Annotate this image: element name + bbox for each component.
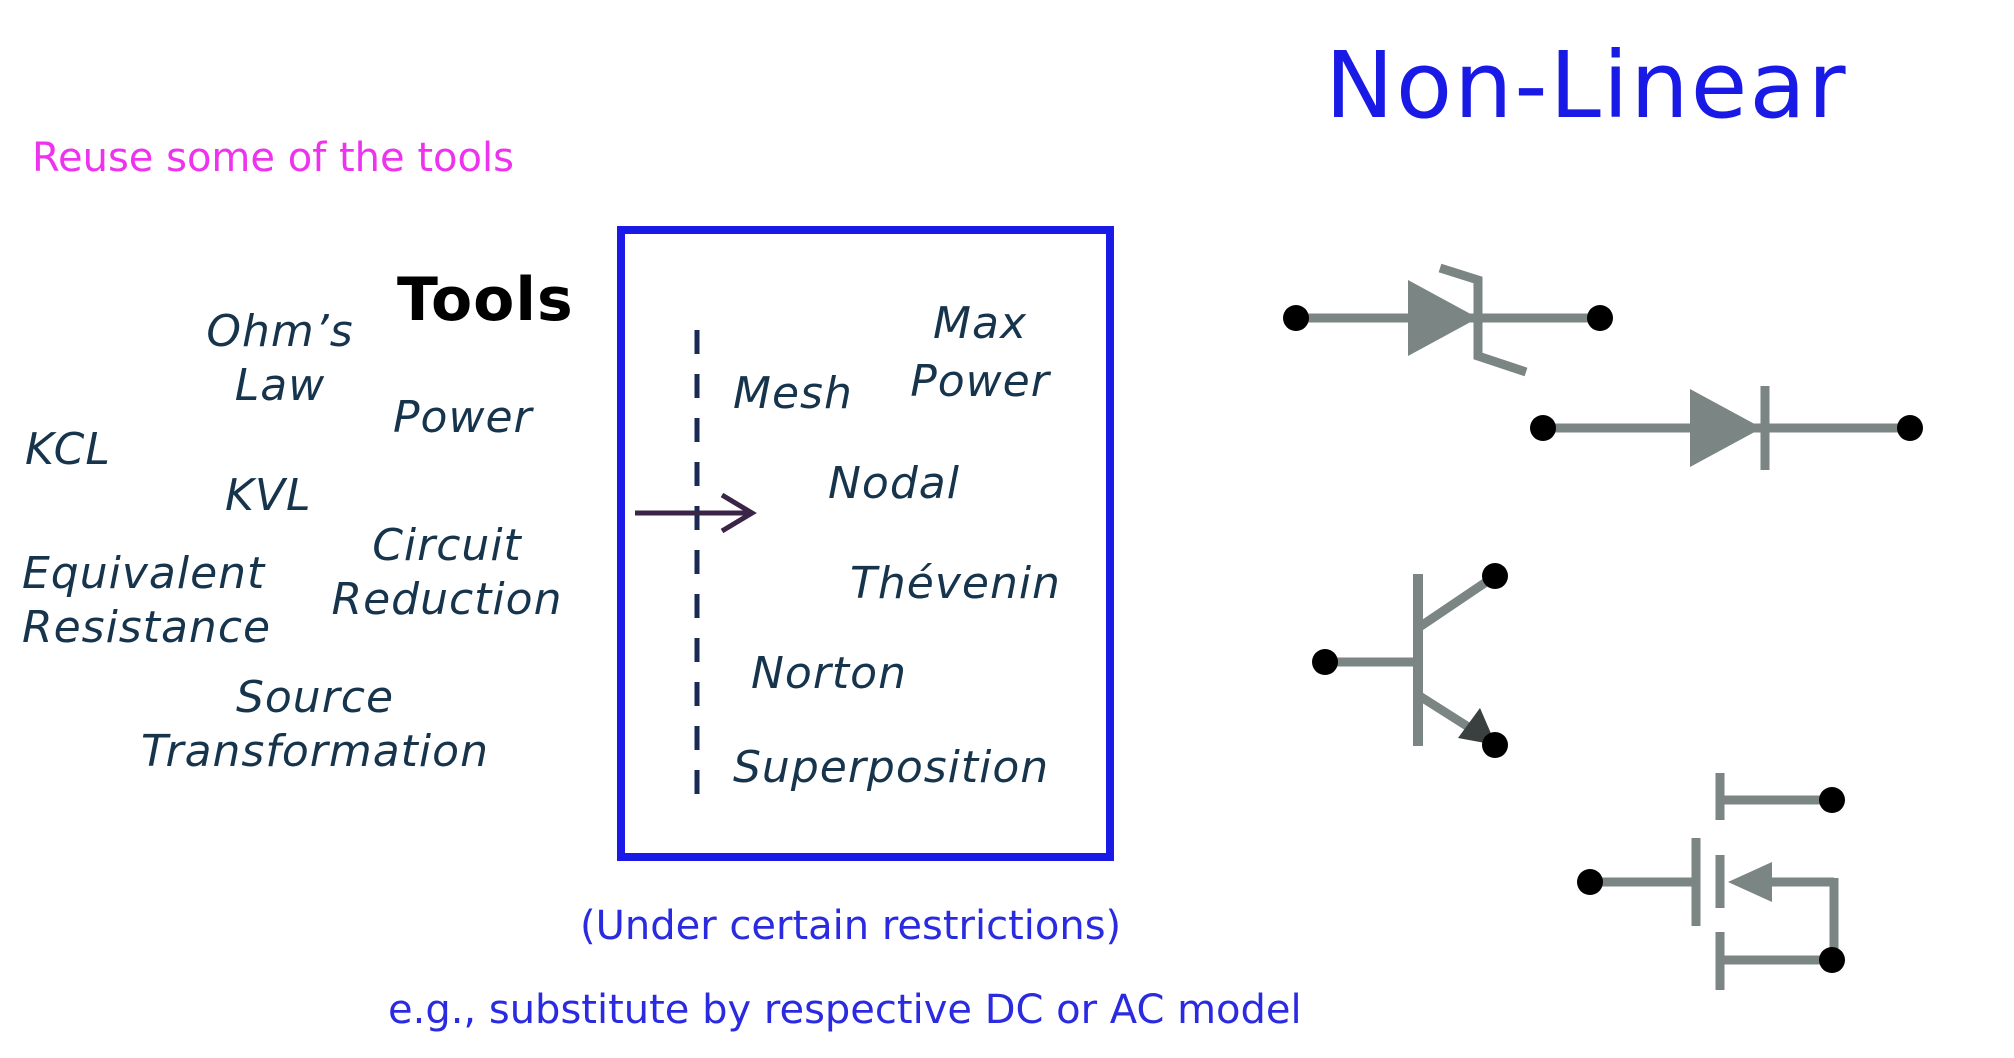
mesh-label: Mesh (733, 368, 853, 419)
ohms-law-line-2: Law (234, 360, 326, 411)
circuit-reduction-label: Circuit Reduction (322, 524, 572, 622)
diode-icon (1530, 386, 1923, 470)
bjt-transistor-icon (1312, 563, 1508, 758)
max-power-label: Max Power (895, 302, 1065, 404)
tools-heading: Tools (397, 265, 574, 335)
substitute-note: e.g., substitute by respective DC or AC … (388, 987, 1302, 1033)
ohms-law-label: Ohm’s Law (180, 310, 380, 408)
source-transformation-label: Source Transformation (130, 676, 500, 774)
ohms-law-line-1: Ohm’s (206, 306, 354, 357)
equivalent-resistance-label: Equivalent Resistance (22, 552, 271, 650)
max-power-line-1: Max (933, 298, 1027, 349)
norton-label: Norton (751, 648, 907, 699)
power-label: Power (393, 392, 533, 443)
source-transformation-line-1: Source (235, 672, 395, 723)
nodal-label: Nodal (828, 458, 960, 509)
thevenin-label: Thévenin (850, 558, 1061, 609)
superposition-label: Superposition (733, 742, 1050, 793)
zener-diode-icon (1283, 263, 1613, 377)
source-transformation-line-2: Transformation (141, 726, 489, 777)
mosfet-icon (1577, 773, 1845, 990)
reuse-note: Reuse some of the tools (32, 135, 514, 181)
kvl-label: KVL (225, 470, 312, 521)
max-power-line-2: Power (910, 356, 1050, 407)
equivalent-resistance-line-1: Equivalent (22, 548, 266, 599)
circuit-reduction-line-2: Reduction (331, 574, 563, 625)
equivalent-resistance-line-2: Resistance (22, 602, 272, 653)
circuit-reduction-line-1: Circuit (372, 520, 522, 571)
restriction-note: (Under certain restrictions) (580, 903, 1122, 949)
arrow-icon (635, 492, 757, 534)
tools-box (617, 226, 1114, 861)
kcl-label: KCL (25, 424, 111, 475)
page-title: Non-Linear (1325, 32, 1848, 139)
